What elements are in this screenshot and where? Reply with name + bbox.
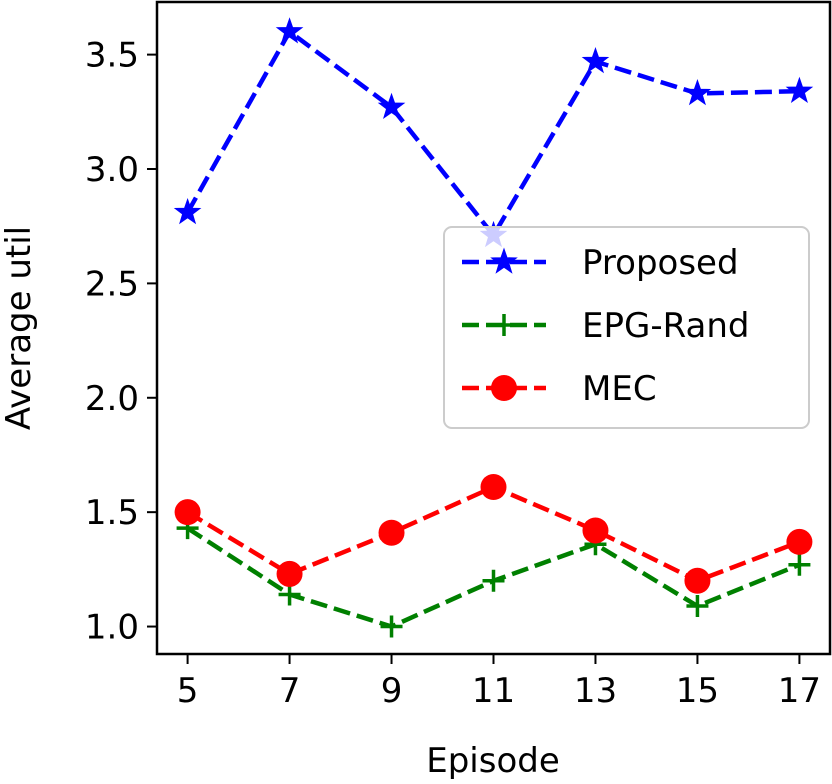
data-point-proposed — [377, 92, 406, 119]
y-tick-label: 1.5 — [85, 493, 139, 533]
data-point-proposed — [581, 46, 610, 74]
series-mec — [174, 473, 813, 594]
series-line-proposed — [185, 29, 800, 238]
y-axis-label: Average util — [0, 226, 39, 430]
x-tick-label: 17 — [778, 671, 821, 711]
legend-frame — [443, 226, 810, 429]
series-layer — [173, 17, 814, 638]
data-point-mec — [174, 499, 201, 526]
data-point-proposed — [173, 197, 202, 225]
data-point-mec — [684, 567, 711, 594]
legend-item-proposed: Proposed — [462, 243, 739, 283]
data-point-epg-rand — [482, 569, 505, 592]
series-proposed — [173, 17, 814, 248]
legend-label-epg-rand: EPG-Rand — [582, 306, 749, 346]
y-tick-label: 1.0 — [85, 608, 139, 648]
legend-item-mec: MEC — [462, 369, 657, 409]
data-point-mec — [786, 528, 813, 555]
y-tick-label: 2.0 — [85, 379, 139, 419]
x-tick-label: 13 — [574, 671, 617, 711]
legend-item-epg-rand: EPG-Rand — [462, 306, 749, 346]
y-tick-label: 3.0 — [85, 150, 139, 190]
x-tick-label: 15 — [676, 671, 719, 711]
legend-marker-mec — [491, 375, 517, 401]
data-point-proposed — [275, 17, 304, 44]
legend-label-proposed: Proposed — [582, 243, 739, 283]
y-axis: 1.0 1.5 2.0 2.5 3.0 3.5 — [85, 36, 157, 648]
data-point-mec — [378, 519, 405, 546]
data-point-proposed — [683, 78, 712, 106]
y-tick-label: 2.5 — [85, 264, 139, 304]
data-point-mec — [582, 517, 609, 544]
data-point-epg-rand — [788, 553, 811, 576]
data-point-mec — [276, 560, 303, 587]
x-tick-label: 9 — [381, 671, 403, 711]
x-tick-label: 11 — [472, 671, 515, 711]
x-tick-label: 5 — [177, 671, 199, 711]
legend-marker-epg-rand — [493, 314, 515, 336]
legend-label-mec: MEC — [582, 369, 657, 409]
x-axis-label: Episode — [426, 741, 560, 781]
data-point-proposed — [785, 76, 814, 103]
y-tick-label: 3.5 — [85, 36, 139, 76]
series-epg-rand — [176, 517, 811, 638]
data-point-epg-rand — [380, 615, 403, 638]
legend-marker-proposed — [490, 247, 518, 274]
x-axis: 5 7 9 11 13 15 17 — [177, 654, 821, 711]
data-point-epg-rand — [686, 594, 709, 617]
data-point-mec — [480, 473, 507, 500]
data-point-epg-rand — [278, 583, 301, 606]
x-tick-label: 7 — [279, 671, 301, 711]
